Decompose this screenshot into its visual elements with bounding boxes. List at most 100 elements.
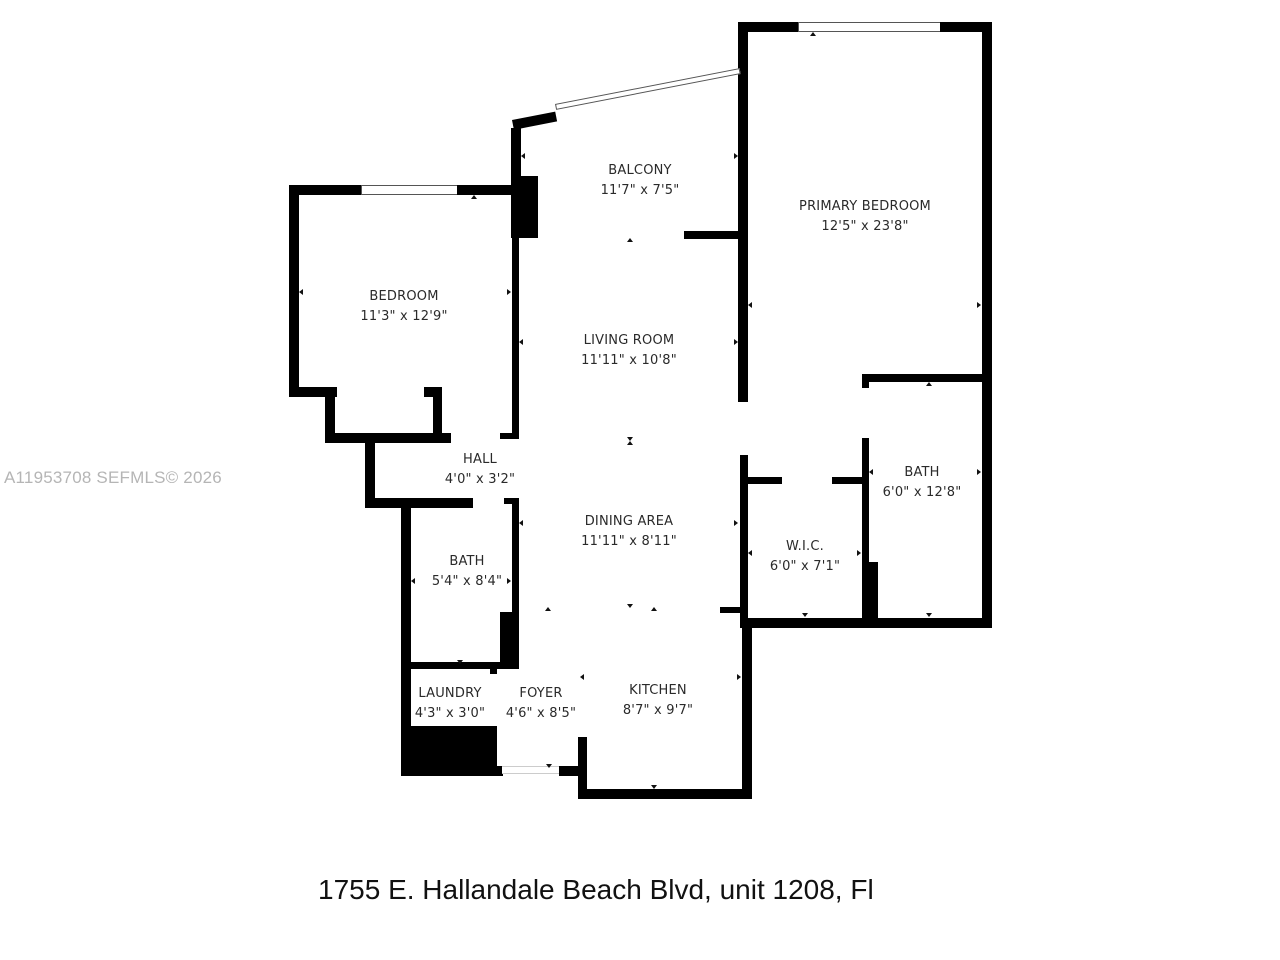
room-name: BATH	[449, 554, 485, 569]
wall	[512, 236, 519, 438]
room-label-wic: W.I.C. 6'0" x 7'1"	[770, 537, 840, 577]
window	[361, 185, 459, 195]
measure-tick	[411, 578, 415, 584]
property-address: 1755 E. Hallandale Beach Blvd, unit 1208…	[318, 874, 874, 905]
wall	[720, 607, 744, 613]
room-dimensions: 4'6" x 8'5"	[505, 706, 577, 721]
wall	[500, 433, 519, 439]
room-dimensions: 11'7" x 7'5"	[600, 183, 680, 198]
wall	[738, 22, 748, 402]
room-name: PRIMARY BEDROOM	[799, 199, 931, 214]
measure-tick	[857, 550, 861, 556]
room-label-primary-bath: BATH 6'0" x 12'8"	[883, 463, 962, 503]
measure-tick	[627, 604, 633, 608]
wall	[512, 499, 519, 669]
room-label-bedroom: BEDROOM 11'3" x 12'9"	[360, 287, 447, 327]
measure-tick	[748, 302, 752, 308]
room-name: HALL	[463, 452, 497, 467]
wall	[862, 438, 869, 618]
room-label-foyer: FOYER 4'6" x 8'5"	[506, 684, 576, 724]
wall	[578, 789, 752, 799]
room-dimensions: 5'4" x 8'4"	[431, 574, 503, 589]
wall	[401, 766, 503, 776]
measure-tick	[627, 238, 633, 242]
wall	[512, 111, 558, 130]
measure-tick	[977, 302, 981, 308]
mls-watermark: A11953708 SEFMLS© 2026	[4, 468, 222, 487]
measure-tick	[748, 550, 752, 556]
wall	[940, 22, 992, 32]
measure-tick	[546, 764, 552, 768]
window	[798, 22, 942, 32]
wall	[832, 477, 866, 484]
room-dimensions: 11'11" x 8'11"	[581, 534, 677, 549]
room-dimensions: 4'0" x 3'2"	[444, 472, 516, 487]
room-name: BEDROOM	[369, 289, 439, 304]
measure-tick	[802, 613, 808, 617]
room-dimensions: 12'5" x 23'8"	[821, 219, 909, 234]
measure-tick	[545, 607, 551, 611]
room-name: FOYER	[519, 686, 563, 701]
room-label-kitchen: KITCHEN 8'7" x 9'7"	[623, 681, 693, 721]
entry-door	[502, 766, 560, 774]
wall	[862, 374, 869, 388]
wall	[738, 22, 800, 32]
room-label-balcony: BALCONY 11'7" x 7'5"	[601, 161, 680, 201]
room-dimensions: 6'0" x 12'8"	[882, 485, 962, 500]
wall	[740, 455, 748, 625]
room-dimensions: 8'7" x 9'7"	[622, 703, 694, 718]
room-name: LIVING ROOM	[583, 333, 675, 348]
wall	[500, 612, 516, 668]
wall	[742, 618, 752, 799]
measure-tick	[734, 520, 738, 526]
measure-tick	[737, 674, 741, 680]
room-dimensions: 6'0" x 7'1"	[769, 559, 841, 574]
room-label-dining-area: DINING AREA 11'11" x 8'11"	[581, 512, 677, 552]
wall	[325, 433, 451, 443]
room-dimensions: 11'3" x 12'9"	[360, 309, 448, 324]
measure-tick	[977, 469, 981, 475]
measure-tick	[810, 32, 816, 36]
measure-tick	[734, 339, 738, 345]
wall	[401, 662, 517, 669]
measure-tick	[521, 153, 525, 159]
measure-tick	[580, 674, 584, 680]
measure-tick	[519, 520, 523, 526]
wall	[559, 766, 585, 776]
measure-tick	[651, 607, 657, 611]
wall	[289, 185, 299, 397]
wall	[748, 477, 782, 484]
room-dimensions: 11'11" x 10'8"	[581, 353, 677, 368]
wall	[862, 374, 987, 382]
wall	[490, 664, 497, 674]
measure-tick	[507, 289, 511, 295]
room-dimensions: 4'3" x 3'0"	[414, 706, 486, 721]
wall	[982, 22, 992, 628]
measure-tick	[869, 469, 873, 475]
measure-tick	[627, 437, 633, 441]
measure-tick	[507, 578, 511, 584]
wall	[289, 185, 363, 195]
wall	[457, 185, 519, 195]
wall	[684, 231, 742, 239]
measure-tick	[926, 382, 932, 386]
room-label-living-room: LIVING ROOM 11'11" x 10'8"	[581, 331, 677, 371]
wall	[862, 562, 878, 622]
measure-tick	[457, 660, 463, 664]
room-label-primary-bedroom: PRIMARY BEDROOM 12'5" x 23'8"	[799, 197, 931, 237]
room-label-hall: HALL 4'0" x 3'2"	[445, 450, 515, 490]
room-name: BATH	[904, 465, 940, 480]
measure-tick	[734, 153, 738, 159]
room-name: BALCONY	[608, 163, 672, 178]
room-name: W.I.C.	[786, 539, 824, 554]
room-label-hall-bath: BATH 5'4" x 8'4"	[432, 552, 502, 592]
wall	[433, 387, 442, 439]
wall	[325, 387, 335, 443]
room-name: DINING AREA	[584, 514, 674, 529]
room-name: KITCHEN	[629, 683, 687, 698]
room-name: LAUNDRY	[418, 686, 482, 701]
wall	[289, 387, 337, 397]
measure-tick	[299, 289, 303, 295]
measure-tick	[651, 785, 657, 789]
